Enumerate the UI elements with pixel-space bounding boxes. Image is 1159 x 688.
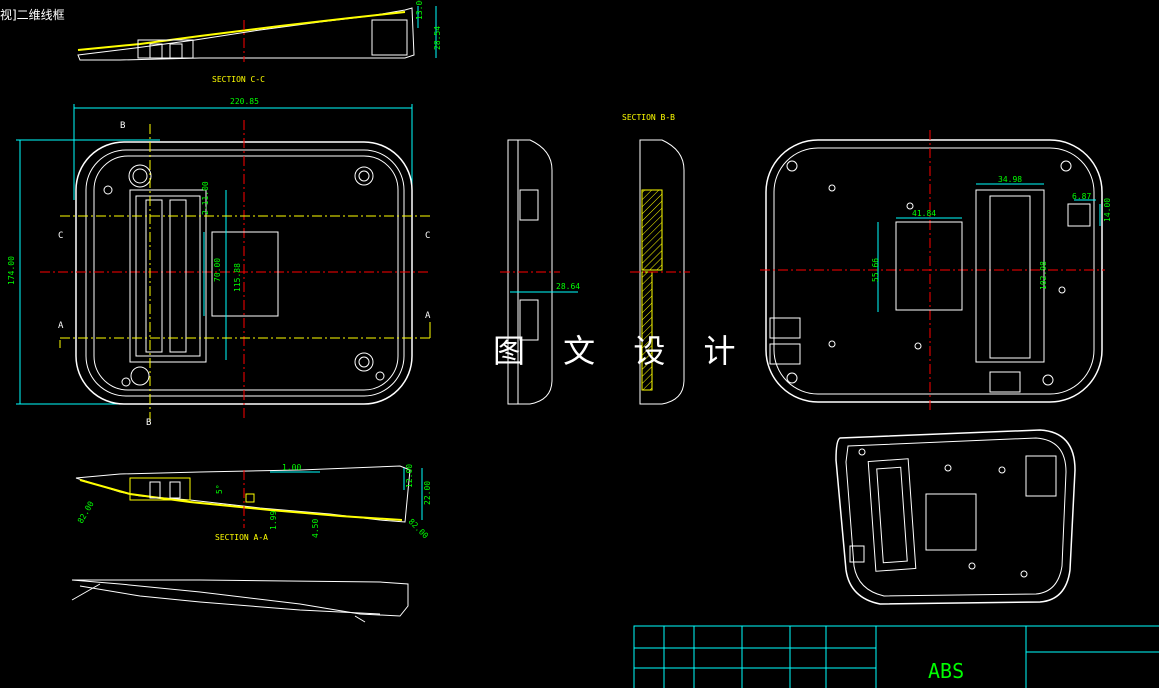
dim-a-4: 82.00 — [76, 499, 96, 525]
dim-top-width: 220.85 — [230, 97, 259, 106]
back-view: 41.84 55.66 34.98 102.98 6.87 14.00 — [760, 130, 1112, 412]
section-c-c-view: 13.00 28.54 SECTION C-C — [77, 0, 442, 84]
dim-r-mid: 41.84 — [912, 209, 936, 218]
dim-c-h2: 28.54 — [433, 26, 442, 50]
cut-label-a-left: A — [58, 321, 64, 331]
dim-left-height: 174.00 — [7, 256, 16, 285]
dim-r-top: 34.98 — [998, 175, 1022, 184]
title-block: ABS — [633, 625, 1159, 688]
cut-label-c-left: C — [58, 231, 63, 241]
section-c-label: SECTION C-C — [212, 75, 265, 84]
cut-label-a-right: A — [425, 311, 431, 321]
dim-front-c: 115.88 — [233, 263, 242, 292]
dim-a-7: 4.50 — [311, 519, 320, 538]
side-view — [71, 579, 409, 623]
cut-label-b-top: B — [120, 121, 125, 131]
dim-b-width: 28.64 — [556, 282, 580, 291]
watermark-text: 图 文 设 计 — [493, 332, 750, 370]
dim-front-a: 2-11.00 — [201, 181, 210, 215]
dim-r-height-a: 55.66 — [871, 258, 880, 282]
section-a-label: SECTION A-A — [215, 533, 268, 542]
cut-label-b-bottom: B — [146, 418, 151, 428]
dim-a-3: 22.00 — [423, 481, 432, 505]
viewport-label[interactable]: 视]二维线框 — [0, 8, 65, 22]
cut-label-c-right: C — [425, 231, 430, 241]
dim-a-5: 5° — [215, 484, 224, 494]
section-a-a-view: 1.00 12.00 22.00 82.00 5° 1.99 4.50 82.0… — [75, 463, 432, 542]
section-b-b-view: SECTION B-B 28.64 — [500, 113, 690, 405]
isometric-view — [835, 429, 1076, 605]
front-view: 220.85 174.00 2-11.00 70.00 115.88 — [7, 97, 431, 428]
dim-a-6: 1.99 — [269, 511, 278, 530]
dim-front-b: 70.00 — [213, 258, 222, 282]
dim-a-2: 12.00 — [405, 464, 414, 488]
dim-a-8: 82.00 — [407, 517, 431, 541]
dim-r-height-b: 102.98 — [1039, 261, 1048, 290]
dim-r-height-c: 14.00 — [1103, 198, 1112, 222]
section-b-label: SECTION B-B — [622, 113, 675, 122]
dim-c-h1: 13.00 — [415, 0, 424, 20]
material-label: ABS — [928, 659, 964, 683]
dim-a-1: 1.00 — [282, 463, 301, 472]
dim-r-right: 6.87 — [1072, 192, 1091, 201]
